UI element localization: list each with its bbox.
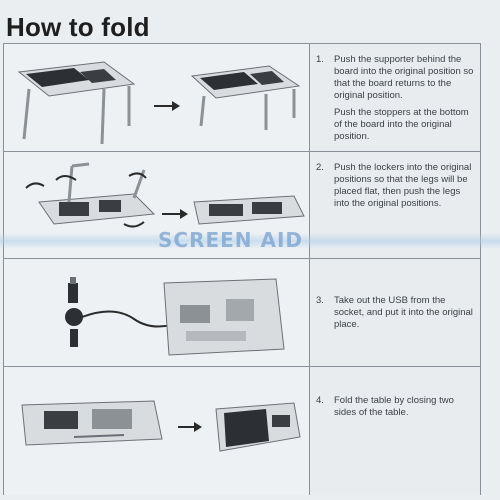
step-1-description: Push the supporter behind the board into… <box>334 54 478 148</box>
step-4-paragraph-1: Fold the table by closing two sides of t… <box>334 395 454 418</box>
step-row-3: 3. Take out the USB from the socket, and… <box>4 258 480 367</box>
step-3-paragraph-1: Take out the USB from the socket, and pu… <box>334 295 473 330</box>
page-title: How to fold <box>6 12 150 42</box>
laptop-table-fold-1-image <box>17 61 301 145</box>
laptop-table-fold-4-image <box>21 400 301 452</box>
step-4-illustration <box>4 367 310 495</box>
instruction-table: 1. Push the supporter behind the board i… <box>3 43 481 495</box>
step-2-number: 2. <box>316 162 324 173</box>
watermark-text: SCREEN AID <box>158 228 304 252</box>
step-2-description: Push the lockers into the original posit… <box>334 162 478 215</box>
step-4-number: 4. <box>316 395 324 406</box>
step-4-text-cell: 4. Fold the table by closing two sides o… <box>310 367 480 495</box>
step-1-number: 1. <box>316 54 324 65</box>
step-3-number: 3. <box>316 295 324 306</box>
step-3-illustration <box>4 259 310 367</box>
step-row-4: 4. Fold the table by closing two sides o… <box>4 366 480 495</box>
step-1-paragraph-2: Push the stoppers at the bottom of the b… <box>334 107 469 142</box>
step-2-paragraph-1: Push the lockers into the original posit… <box>334 162 472 209</box>
watermark-band <box>0 233 500 249</box>
step-row-1: 1. Push the supporter behind the board i… <box>4 44 480 151</box>
step-3-description: Take out the USB from the socket, and pu… <box>334 295 478 336</box>
step-3-text-cell: 3. Take out the USB from the socket, and… <box>310 259 480 367</box>
laptop-table-fold-2-image <box>25 162 305 228</box>
usb-cable-image <box>65 277 285 356</box>
step-1-illustration <box>4 44 310 151</box>
step-1-paragraph-1: Push the supporter behind the board into… <box>334 54 474 101</box>
step-1-text-cell: 1. Push the supporter behind the board i… <box>310 44 480 151</box>
step-4-description: Fold the table by closing two sides of t… <box>334 395 478 424</box>
